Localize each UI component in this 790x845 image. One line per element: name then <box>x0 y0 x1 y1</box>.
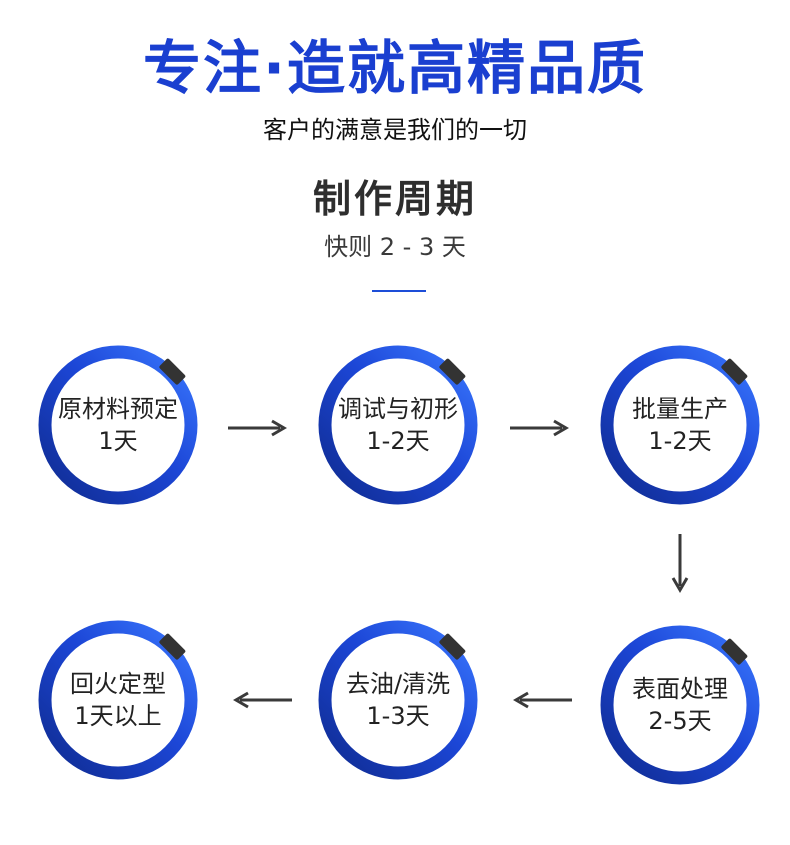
process-step-2: 调试与初形 1-2天 <box>316 343 480 507</box>
step-duration: 1-3天 <box>366 702 430 730</box>
step-name: 回火定型 <box>70 670 166 698</box>
process-step-1: 原材料预定 1天 <box>36 343 200 507</box>
arrow-right-icon <box>510 419 569 437</box>
step-duration: 1-2天 <box>648 427 712 455</box>
step-duration: 1天以上 <box>74 702 162 730</box>
arrow-left-icon <box>233 691 292 709</box>
arrow-down-icon <box>671 534 689 593</box>
progress-ring <box>600 625 760 785</box>
step-name: 去油/清洗 <box>345 670 451 698</box>
title-divider <box>372 290 426 292</box>
progress-ring <box>38 620 198 780</box>
progress-ring <box>38 345 198 505</box>
progress-ring <box>318 620 478 780</box>
step-name: 调试与初形 <box>338 395 458 423</box>
headline: 专注·造就高精品质 <box>142 34 648 102</box>
step-duration: 1-2天 <box>366 427 430 455</box>
step-duration: 1天 <box>98 427 138 455</box>
step-duration: 2-5天 <box>648 707 712 735</box>
arrow-left-icon <box>513 691 572 709</box>
step-name: 批量生产 <box>632 395 728 423</box>
progress-ring <box>600 345 760 505</box>
process-step-6: 回火定型 1天以上 <box>36 618 200 782</box>
section-title: 制作周期 <box>312 177 477 221</box>
section-subtitle: 快则 2 - 3 天 <box>324 233 466 261</box>
arrow-right-icon <box>228 419 287 437</box>
subtitle: 客户的满意是我们的一切 <box>263 116 527 144</box>
step-name: 原材料预定 <box>58 395 178 423</box>
step-name: 表面处理 <box>632 675 728 703</box>
process-step-4: 表面处理 2-5天 <box>598 623 762 787</box>
process-step-3: 批量生产 1-2天 <box>598 343 762 507</box>
process-step-5: 去油/清洗 1-3天 <box>316 618 480 782</box>
progress-ring <box>318 345 478 505</box>
